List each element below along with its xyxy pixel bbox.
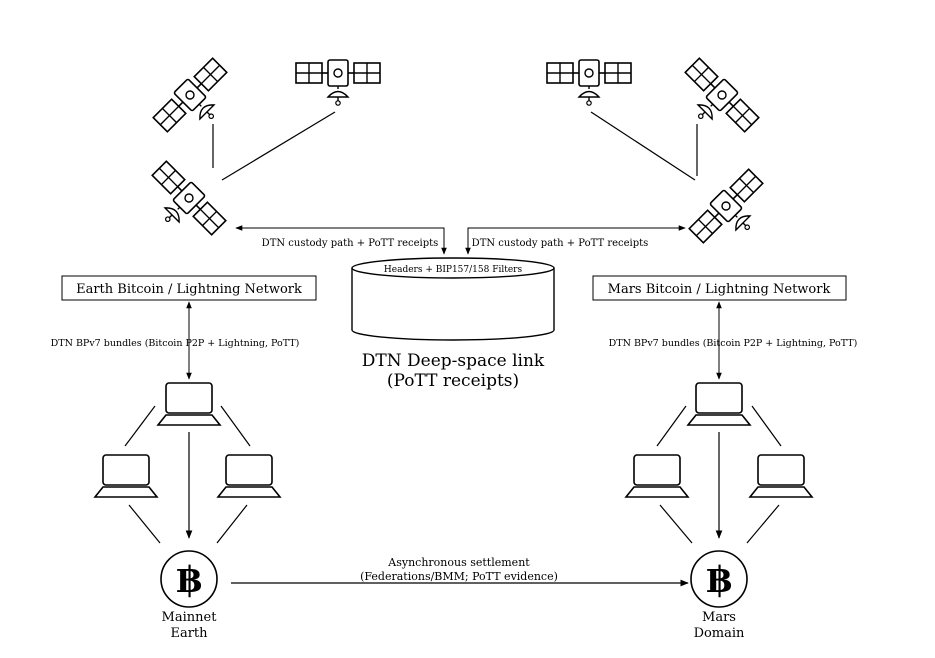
mars-link-c-right	[751, 405, 782, 447]
sat-link-mars-diagonal	[590, 111, 696, 181]
satellite-icon-earth-top	[295, 59, 381, 106]
mars-network-box	[592, 275, 847, 301]
laptop-icon-earth-right	[217, 454, 281, 498]
mars-link-right-coin	[746, 504, 780, 544]
satellite-icon-mars-lower	[686, 166, 780, 260]
bitcoin-symbol-earth: ฿	[176, 559, 201, 601]
earth-link-c-left	[124, 405, 156, 447]
custody-path-left-arrow	[235, 225, 447, 255]
custody-path-right-arrow	[465, 225, 686, 255]
deep-space-link-cylinder	[351, 257, 555, 341]
laptop-icon-mars-right	[749, 454, 813, 498]
mars-link-left-coin	[659, 504, 693, 544]
satellite-icon-earth-upper	[150, 55, 244, 149]
custody-right-label: DTN custody path + PoTT receipts	[472, 238, 649, 249]
earth-link-right-coin	[216, 504, 248, 544]
laptop-icon-mars-left	[625, 454, 689, 498]
mars-link-c-left	[656, 405, 687, 447]
satellite-icon-mars-upper	[668, 55, 762, 149]
earth-link-c-right	[220, 405, 251, 447]
bitcoin-icon-earth	[160, 550, 218, 608]
satellite-icon-mars-top	[546, 59, 632, 106]
mars-network-label: Mars Bitcoin / Lightning Network	[608, 282, 831, 297]
laptop-icon-earth-left	[94, 454, 158, 498]
earth-link-left-coin	[128, 504, 161, 544]
earth-name-line1: Mainnet	[162, 610, 218, 625]
link-top-label: Headers + BIP157/158 Filters	[384, 265, 523, 275]
sat-link-earth-diagonal	[221, 111, 336, 181]
earth-network-box	[61, 275, 317, 301]
earth-network-label: Earth Bitcoin / Lightning Network	[76, 282, 302, 297]
link-title-line2: (PoTT receipts)	[387, 371, 519, 391]
settlement-line2: (Federations/BMM; PoTT evidence)	[360, 570, 558, 583]
bundles-left-label: DTN BPv7 bundles (Bitcoin P2P + Lightnin…	[51, 338, 300, 349]
bitcoin-symbol-mars: ฿	[706, 559, 731, 601]
laptop-icon-mars-center	[687, 382, 751, 426]
custody-left-label: DTN custody path + PoTT receipts	[262, 238, 439, 249]
earth-name-line2: Earth	[170, 626, 208, 641]
laptop-icon-earth-center	[157, 382, 221, 426]
satellite-icon-earth-lower	[135, 158, 229, 252]
mars-name-line1: Mars	[702, 610, 736, 625]
bitcoin-icon-mars	[690, 550, 748, 608]
settlement-line1: Asynchronous settlement	[387, 556, 530, 569]
mars-name-line2: Domain	[694, 626, 745, 641]
bundles-right-label: DTN BPv7 bundles (Bitcoin P2P + Lightnin…	[609, 338, 858, 349]
link-title-line1: DTN Deep-space link	[362, 351, 545, 371]
